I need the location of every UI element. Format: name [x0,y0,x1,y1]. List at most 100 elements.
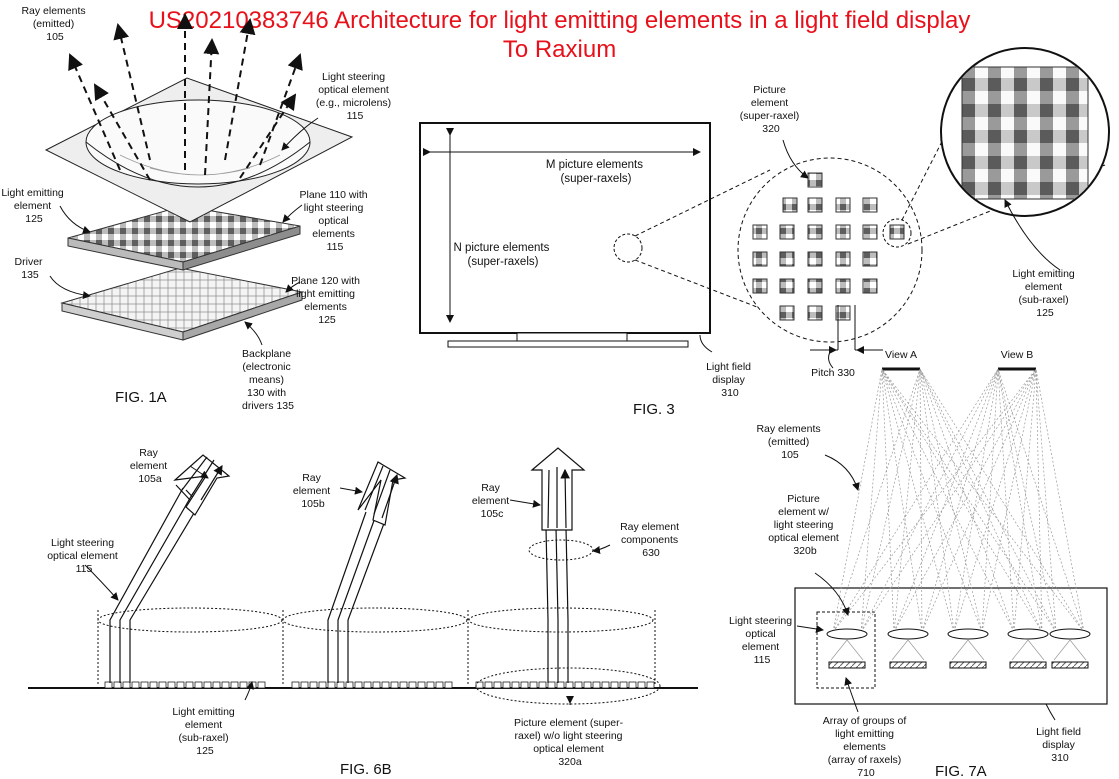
ray-line [919,368,1043,633]
raxel-cell [752,278,768,294]
raxel-cell [752,251,768,267]
subraxel-cell [239,681,248,689]
raxel-cell [835,305,851,321]
raxel-array [949,661,987,669]
ray-line [832,368,883,633]
raxel-cell [807,224,823,240]
subraxel-cell [610,681,619,689]
subraxel-cell [167,681,176,689]
fig6b-beam-c [530,447,586,683]
ray-line [1053,639,1071,661]
fig1a-lee-label: Light emitting element 125 [1,187,66,225]
fig-7a: View A View B Ray elements (emitted) 105… [729,349,1108,779]
raxel-cell [889,224,905,240]
raxel-cell [835,251,851,267]
ray-line [1035,368,1085,633]
subraxel-cell [435,681,444,689]
subraxel-cell [547,681,556,689]
fig6b-ray-b-label: Ray element 105b [293,472,333,510]
raxel-cell [862,251,878,267]
microlens [887,628,929,640]
raxel-cell [835,197,851,213]
ray-line [860,368,921,633]
fig1a-lens-plane [44,77,354,223]
fig1a-lens-label: Light steering optical element (e.g., mi… [316,71,394,122]
fig7a-rays-label: Ray elements (emitted) 105 [756,423,823,461]
subraxel-cell [390,681,399,689]
subraxel-cell [484,681,493,689]
ray-line [1069,639,1087,661]
subraxel-cell [131,681,140,689]
fig3-m-label: M picture elements (super-raxels) [546,159,646,185]
ray-line [860,368,999,633]
subraxel-cell [511,681,520,689]
raxel-cell [862,224,878,240]
raxel-array [1051,661,1089,669]
microlens [1049,628,1091,640]
subraxel-cell [372,681,381,689]
fig6b-ray-c-label: Ray element 105c [472,482,512,520]
subraxel-cell [628,681,637,689]
raxel-cell [835,278,851,294]
subraxel-cell [574,681,583,689]
raxel-cell [779,305,795,321]
subraxel-cell [104,681,113,689]
title-line-2: To Raxium [502,36,617,63]
raxel-array [1009,661,1047,669]
raxel-cell [779,278,795,294]
ray-line [953,368,999,633]
subraxel-cell [327,681,336,689]
fig7a-array-label: Array of groups of light emitting elemen… [823,715,909,779]
fig6b-steering-label: Light steering optical element 115 [47,537,121,575]
subraxel-cell [194,681,203,689]
subraxel-cell [601,681,610,689]
fig1a-backplane [60,267,304,341]
raxel-array [828,661,866,669]
subraxel-cell [257,681,266,689]
ray-line [951,639,969,661]
raxel-cell [807,305,823,321]
subraxel-cell [122,681,131,689]
fig7a-lenses [826,628,1091,669]
fig6b-components-label: Ray element components 630 [620,521,682,559]
fig3-picture-label: Picture element (super-raxel) 320 [740,84,802,135]
raxel-cell [862,197,878,213]
subraxel-cell [309,681,318,689]
ray-line [919,368,983,633]
fig1a-driver-label: Driver 135 [15,256,46,281]
subraxel-cell [556,681,565,689]
microlens [826,628,868,640]
raxel-cell [807,172,823,188]
fig3-base [447,340,689,348]
fig1a-plane110-label: Plane 110 with light steering optical el… [299,189,370,253]
fig1a-rays [68,13,303,181]
ray-line [907,639,925,661]
fig3-display-label: Light field display 310 [706,361,754,399]
subraxel-cell [646,681,655,689]
fig-6b: Ray element 105a Ray element 105b Ray el… [28,447,698,778]
raxel-cell [752,224,768,240]
fig1a-plane120-label: Plane 120 with light emitting elements 1… [291,275,363,326]
subraxel-cell [538,681,547,689]
subraxel-cell [408,681,417,689]
ray-line [881,368,1085,633]
ray-line [919,368,955,633]
subraxel-cell [336,681,345,689]
fig3-pitch-label: Pitch 330 [811,367,855,379]
subraxel-cell [140,681,149,689]
subraxel-cell [318,681,327,689]
subraxel-cell [417,681,426,689]
fig3-caption: FIG. 3 [633,401,675,418]
subraxel-cell [529,681,538,689]
ray-line [981,368,1037,633]
subraxel-cell [221,681,230,689]
fig3-subraxel-label: Light emitting element (sub-raxel) 125 [1012,268,1077,319]
subraxel-cell [520,681,529,689]
subraxel-cell [185,681,194,689]
subraxel-cell [619,681,628,689]
ray-line [881,368,983,633]
ray-line [893,368,999,633]
fig7a-display-label: Light field display 310 [1036,726,1084,764]
ray-line [830,639,848,661]
